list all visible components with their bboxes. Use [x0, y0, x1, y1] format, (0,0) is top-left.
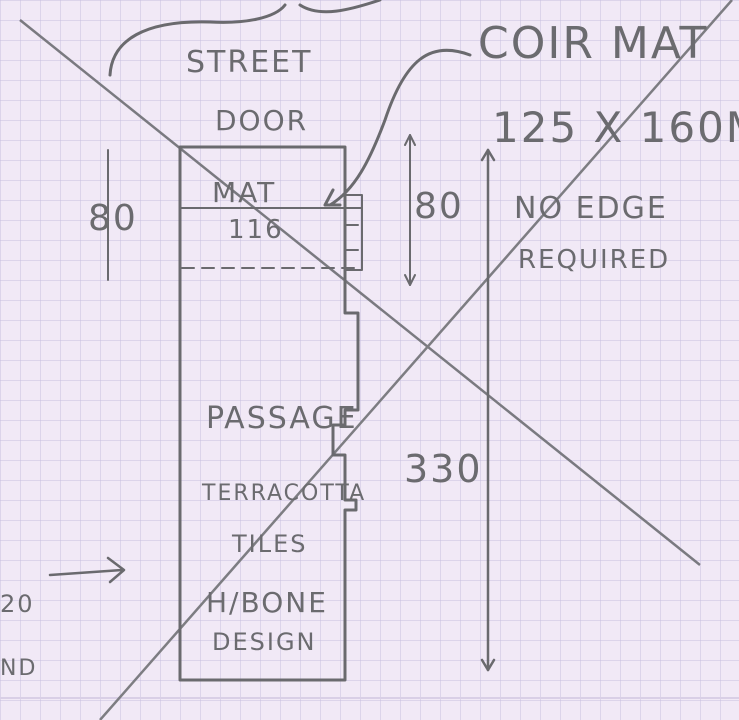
coir-mat-title: COIR MAT — [478, 18, 708, 69]
right-dimension-arrowheads — [404, 134, 416, 286]
mat-number-label: 116 — [228, 215, 284, 245]
terracotta-label: TERRACOTTA — [201, 481, 366, 506]
street-label: STREET — [186, 45, 312, 80]
door-label: DOOR — [215, 104, 308, 137]
cross-line-diagonal-2 — [99, 0, 733, 720]
left-dimension-label: 80 — [88, 198, 138, 239]
edge-note-bottom: ND — [0, 656, 37, 681]
design-label: DESIGN — [212, 628, 317, 656]
required-note: REQUIRED — [518, 245, 670, 275]
cross-line-diagonal-1 — [19, 19, 701, 566]
passage-outline — [178, 145, 360, 682]
coir-mat-leader-arrow — [328, 48, 472, 207]
right-dimension-label: 80 — [414, 186, 464, 227]
edge-note-top: 20 — [0, 590, 35, 618]
bottom-left-arrow — [48, 556, 126, 584]
mat-right-stepped-edge — [344, 194, 363, 271]
coir-mat-dimensions: 125 x 160m — [492, 103, 739, 152]
length-dimension-label: 330 — [404, 447, 483, 491]
tiles-label: TILES — [231, 530, 308, 558]
passage-label: PASSAGE — [206, 401, 358, 436]
coir-mat-leader-arrowhead — [323, 188, 342, 207]
length-dimension-arrowheads — [480, 148, 496, 672]
no-edge-note: NO EDGE — [514, 191, 668, 226]
cloud-scribble — [108, 0, 382, 77]
herringbone-label: H/BONE — [206, 586, 328, 619]
mat-label: MAT — [212, 176, 276, 209]
